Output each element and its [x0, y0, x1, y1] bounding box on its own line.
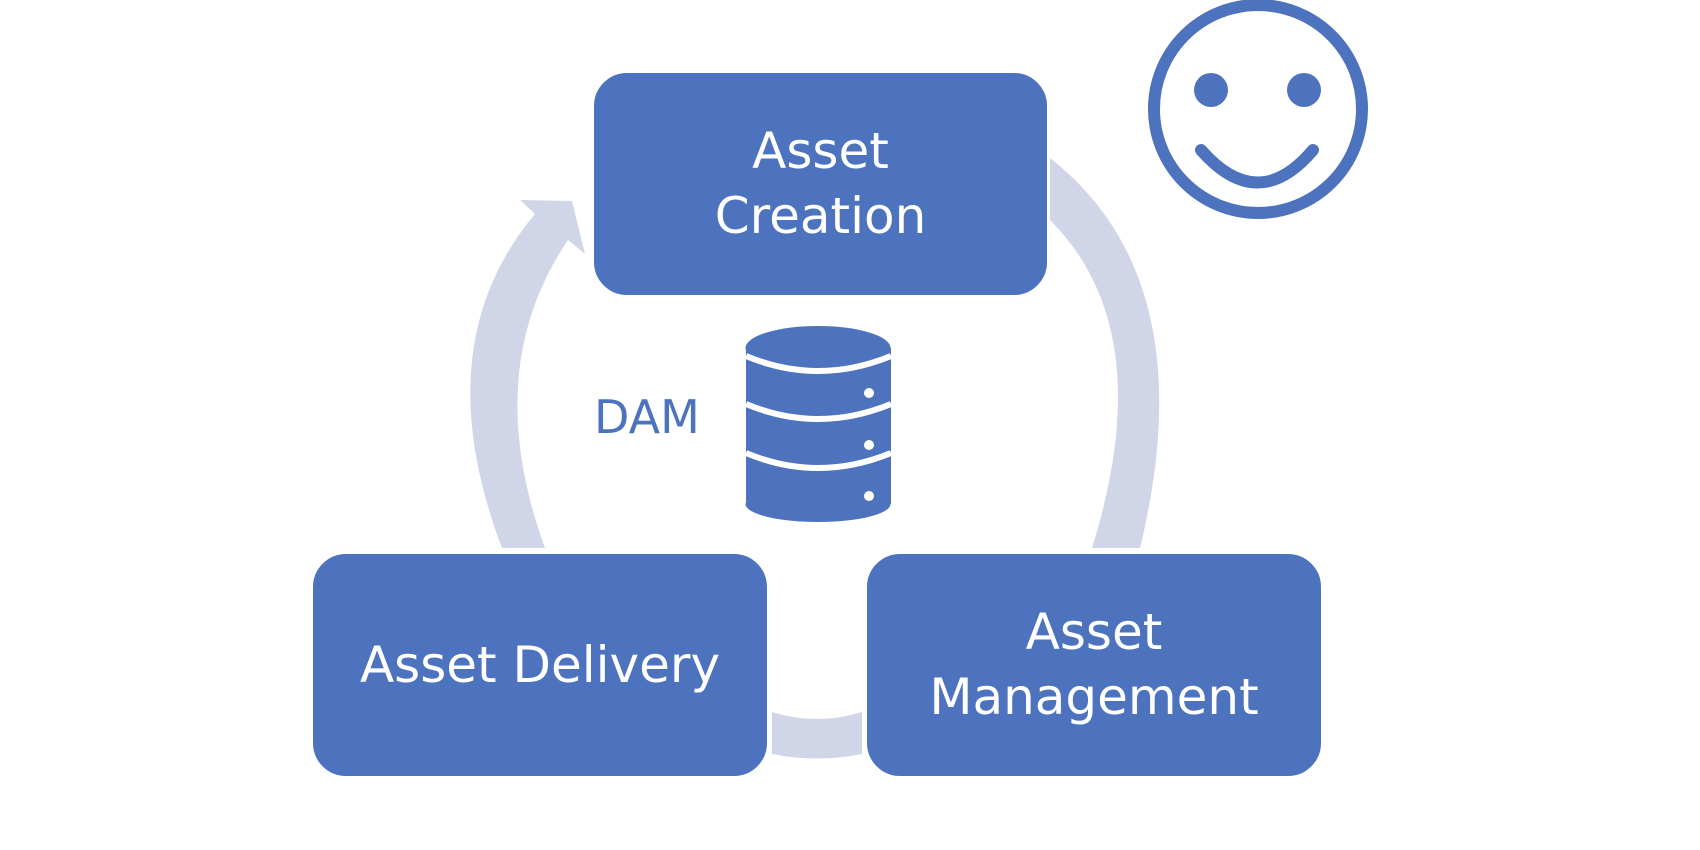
node-asset-delivery: Asset Delivery [310, 551, 770, 779]
cycle-arc-creation-to-management [1050, 158, 1160, 548]
dam-label: DAM [594, 390, 700, 444]
node-asset-management: Asset Management [864, 551, 1324, 779]
node-asset-creation: Asset Creation [591, 70, 1050, 298]
cycle-arc-management-to-delivery [772, 712, 862, 759]
cycle-arc-delivery-to-creation [470, 200, 585, 548]
node-label: Asset Creation [714, 122, 927, 245]
database-icon [744, 326, 893, 522]
smiley-face-icon [1148, 0, 1368, 219]
node-label: Asset Delivery [359, 635, 721, 694]
node-label: Asset Management [929, 603, 1259, 726]
